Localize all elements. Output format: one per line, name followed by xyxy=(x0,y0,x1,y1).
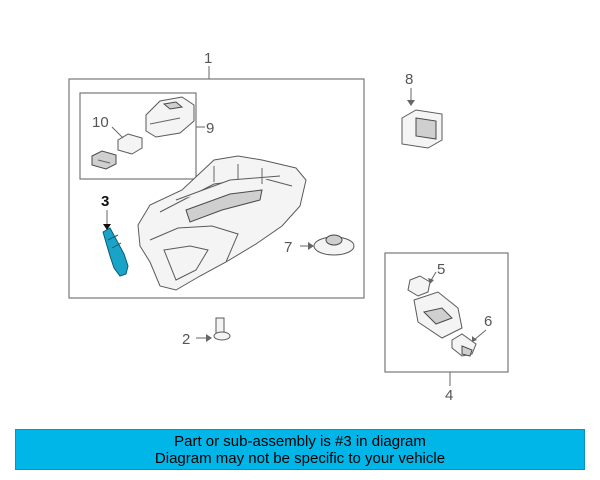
callout-5: 5 xyxy=(437,261,445,278)
callout-9: 9 xyxy=(206,120,214,137)
callout-3: 3 xyxy=(101,193,109,210)
callout-2: 2 xyxy=(182,331,190,348)
part-3-highlighted xyxy=(102,227,129,277)
glove-box-body xyxy=(137,155,307,291)
part-5-latch xyxy=(407,275,463,339)
assembly-frame-1 xyxy=(68,78,365,299)
info-banner: Part or sub-assembly is #3 in diagram Di… xyxy=(15,429,585,470)
callout-10: 10 xyxy=(92,114,109,131)
lamp-housing xyxy=(145,96,195,138)
part-7-clip xyxy=(313,234,355,256)
subassembly-frame-4 xyxy=(384,252,509,373)
part-10-switch xyxy=(91,133,143,170)
subassembly-frame-9 xyxy=(79,92,197,180)
part-8-switch xyxy=(401,109,443,149)
callout-7: 7 xyxy=(284,239,292,256)
banner-line-2: Diagram may not be specific to your vehi… xyxy=(154,450,446,467)
callout-6: 6 xyxy=(484,313,492,330)
callout-1: 1 xyxy=(204,50,212,67)
banner-line-1: Part or sub-assembly is #3 in diagram xyxy=(174,433,426,450)
part-6-plug xyxy=(451,333,477,357)
callout-8: 8 xyxy=(405,71,413,88)
callout-4: 4 xyxy=(445,387,453,404)
part-2-screw xyxy=(213,317,231,341)
